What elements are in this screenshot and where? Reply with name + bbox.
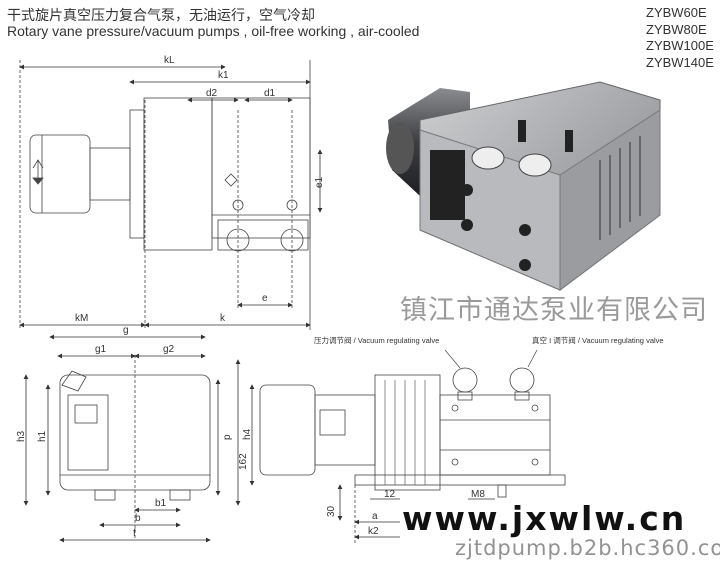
front-view (59, 355, 211, 540)
dim-e: e (262, 293, 268, 304)
dim-p: p (222, 434, 233, 440)
dim-d1: d1 (264, 88, 276, 99)
dim-a: a (372, 511, 378, 522)
side-view (259, 367, 566, 545)
dim-12: 12 (384, 489, 396, 500)
dim-g2: g2 (163, 344, 175, 355)
dim-f: f (133, 528, 136, 539)
top-dimensions (19, 64, 323, 328)
model-item: ZYBW80E (646, 21, 707, 37)
watermark-company: 镇江市通达泵业有限公司 (400, 295, 708, 326)
model-item: ZYBW140E (646, 54, 714, 70)
front-dimensions (23, 334, 241, 543)
top-view (19, 60, 311, 330)
watermark-site: www.jxwlw.cn (402, 499, 687, 538)
title-english: Rotary vane pressure/vacuum pumps , oil-… (7, 23, 420, 39)
dim-kL: kL (164, 55, 175, 66)
valve-leaders (444, 349, 538, 369)
dim-d2: d2 (206, 88, 218, 99)
dim-k: k (220, 313, 226, 324)
dim-h1: h1 (37, 430, 48, 442)
pump-photo (386, 81, 661, 291)
dim-k1: k1 (218, 70, 229, 81)
dim-k2: k2 (368, 526, 379, 537)
dim-b1: b1 (155, 498, 167, 509)
pressure-valve-callout: 压力调节阀 / Vacuum regulating valve (314, 335, 439, 345)
dim-g: g (123, 325, 129, 336)
dim-kM: kM (75, 313, 88, 324)
dim-b: b (135, 513, 141, 524)
dim-e1: e1 (314, 176, 325, 188)
model-item: ZYBW60E (646, 5, 707, 20)
dim-m8: M8 (471, 489, 485, 500)
dim-h4: h4 (242, 428, 253, 440)
title-chinese: 干式旋片真空压力复合气泵，无油运行，空气冷却 (7, 7, 315, 23)
dim-30: 30 (326, 505, 337, 517)
side-dimensions (249, 384, 495, 540)
model-item: ZYBW100E (646, 38, 714, 53)
dim-g1: g1 (95, 344, 107, 355)
watermark-url: zjtdpump.b2b.hc360.com (455, 536, 720, 560)
model-list: ZYBW60E ZYBW80E ZYBW100E ZYBW140E (646, 5, 714, 71)
dim-162: 162 (238, 453, 249, 470)
vacuum-valve-callout: 真空 I 调节阀 / Vacuum regulating valve (532, 335, 664, 345)
dim-h3: h3 (16, 430, 27, 442)
